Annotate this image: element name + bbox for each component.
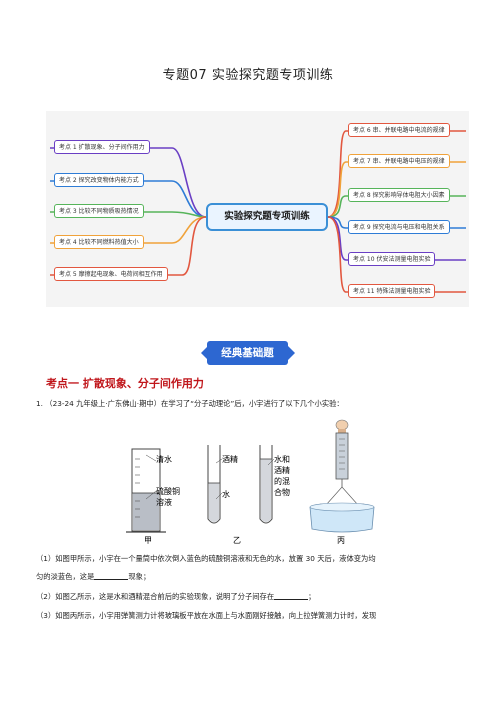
banner-left-arrow-icon: [201, 346, 208, 360]
mindmap-node-left-1: 考点 1 扩散现象、分子间作用力: [54, 140, 150, 154]
part-1-text-after-blank: 现象；: [128, 572, 151, 581]
part-1-text-before-blank: 匀的淡蓝色，这是: [36, 572, 95, 581]
experiment-figure: 清水 硫酸铜 溶液 甲 酒精 水 水和 酒精 的混 合物 乙 丙: [126, 419, 375, 545]
figure-bing-caption: 丙: [337, 536, 345, 545]
figure-jia-label-solution-1: 硫酸铜: [156, 486, 180, 496]
part-1-answer-blank[interactable]: [94, 571, 129, 580]
mindmap-node-right-9: 考点 9 探究电流与电压和电阻关系: [348, 220, 450, 234]
mindmap-node-right-6: 考点 6 串、并联电路中电流的规律: [348, 123, 450, 137]
question-1-stem: 1. （23-24 九年级上·广东佛山·期中）在学习了“分子动理论”后，小宇进行…: [36, 397, 466, 411]
mindmap-node-right-11: 考点 11 特殊法测量电阻实验: [348, 284, 436, 298]
question-source: （23-24 九年级上·广东佛山·期中）: [45, 399, 162, 408]
mindmap-center: 实验探究题专项训练: [206, 203, 328, 231]
figure-bing-apparatus: [309, 419, 375, 533]
section-banner: 经典基础题: [201, 341, 295, 365]
figure-yi-label-mix-1: 水和: [274, 454, 290, 464]
figure-yi-label-mix-3: 的混: [274, 476, 290, 486]
question-number: 1.: [36, 399, 43, 408]
mindmap: 实验探究题专项训练 考点 1 扩散现象、分子间作用力 考点 2 探究改变物体内能…: [46, 111, 469, 307]
mindmap-node-left-3: 考点 3 比较不同物质吸热情况: [54, 204, 144, 218]
part-3-line: （3）如图丙所示，小宇用弹簧测力计将玻璃板平放在水面上与水面刚好接触，向上拉弹簧…: [36, 611, 377, 620]
mindmap-node-left-2: 考点 2 探究改变物体内能方式: [54, 173, 144, 187]
figure-yi-caption: 乙: [233, 536, 241, 545]
page-title: 专题07 实验探究题专项训练: [162, 68, 334, 83]
mindmap-node-right-8: 考点 8 探究影响导体电阻大小因素: [348, 188, 450, 202]
banner-label: 经典基础题: [207, 341, 288, 365]
question-text: 在学习了“分子动理论”后，小宇进行了以下几个小实验：: [161, 399, 344, 408]
mindmap-node-right-7: 考点 7 串、并联电路中电压的规律: [348, 154, 450, 168]
figure-jia-caption: 甲: [144, 536, 152, 545]
figure-jia-cylinder: [126, 448, 166, 533]
part-1-line-1: （1）如图甲所示，小宇在一个量筒中依次倒入蓝色的硫酸铜溶液和无色的水，放置 30…: [36, 554, 376, 563]
figure-yi-tubes: [207, 445, 275, 524]
figure-yi-label-alcohol: 酒精: [222, 454, 238, 464]
mindmap-node-left-5: 考点 5 摩擦起电现象、电荷间相互作用: [54, 267, 168, 281]
section-heading: 考点一 扩散现象、分子间作用力: [46, 377, 204, 390]
figure-yi-label-water: 水: [222, 489, 230, 499]
mindmap-node-right-10: 考点 10 伏安法测量电阻实验: [348, 252, 436, 266]
figure-yi-label-mix-4: 合物: [274, 487, 290, 497]
figure-jia-label-water: 清水: [156, 454, 172, 464]
part-2-text: （2）如图乙所示，这是水和酒精混合前后的实验现象，说明了分子间存在: [36, 592, 275, 601]
part-1-line-2: 匀的淡蓝色，这是 现象；: [36, 570, 466, 584]
part-2-answer-blank[interactable]: [274, 591, 309, 600]
banner-right-arrow-icon: [288, 346, 295, 360]
part-2-text-end: ；: [308, 592, 316, 601]
figure-jia-label-solution-2: 溶液: [156, 497, 172, 507]
mindmap-node-left-4: 考点 4 比较不同燃料热值大小: [54, 235, 144, 249]
figure-yi-label-mix-2: 酒精: [274, 465, 290, 475]
part-2-line: （2）如图乙所示，这是水和酒精混合前后的实验现象，说明了分子间存在 ；: [36, 590, 466, 604]
